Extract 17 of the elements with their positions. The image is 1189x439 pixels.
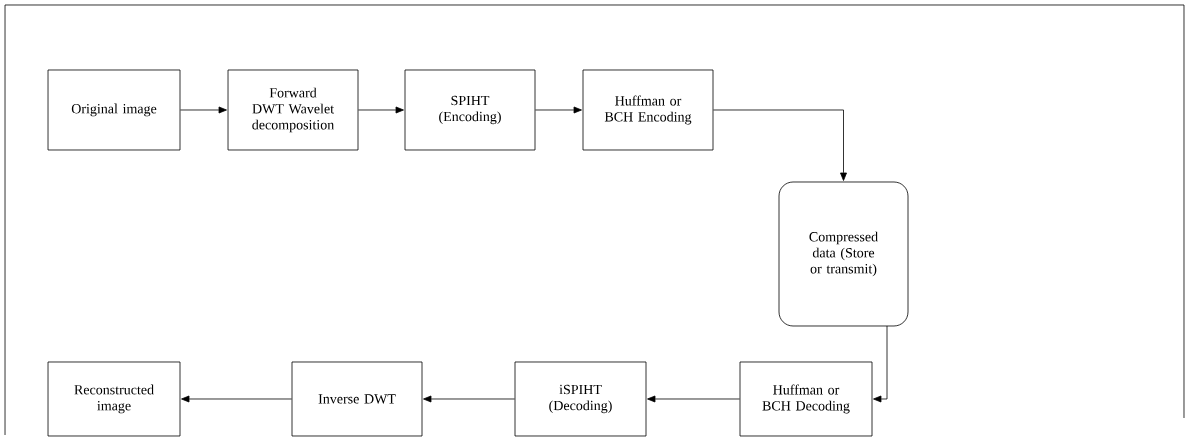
process-box: SPIHT (Encoding): [404, 69, 536, 151]
process-box: Forward DWT Wavelet decomposition: [227, 69, 359, 151]
arrow: [873, 325, 888, 403]
arrow: [180, 106, 227, 114]
arrow: [358, 106, 404, 114]
process-box: Huffman or BCH Encoding: [582, 69, 714, 151]
process-box: Huffman or BCH Decoding: [739, 361, 873, 437]
arrow: [647, 395, 740, 403]
arrow: [713, 109, 847, 181]
process-box: Reconstructed image: [47, 361, 181, 437]
arrow: [535, 106, 582, 114]
process-box: Inverse DWT: [291, 361, 423, 437]
rounded-box: Compressed data (Store or transmit): [778, 181, 909, 327]
process-box: iSPIHT (Decoding): [514, 361, 647, 437]
process-box: Original image: [47, 69, 181, 151]
arrow: [423, 395, 515, 403]
arrow: [181, 395, 292, 403]
